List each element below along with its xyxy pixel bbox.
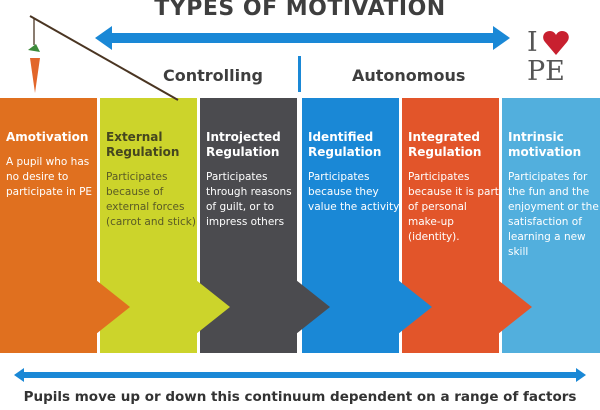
column-title: Integrated Regulation — [408, 130, 482, 159]
continuum-arrow-top — [95, 26, 510, 50]
column-description: Participates for the fun and the enjoyme… — [508, 171, 599, 258]
chevron-arrow — [498, 280, 532, 334]
heart-icon — [543, 31, 569, 55]
label-autonomous: Autonomous — [352, 66, 466, 85]
chevron-arrow — [296, 280, 330, 334]
stick-icon — [29, 15, 179, 101]
page-title: TYPES OF MOTIVATION — [154, 0, 446, 21]
label-controlling: Controlling — [163, 66, 263, 85]
logo-i: I — [527, 27, 538, 58]
column-title: Identified Regulation — [308, 130, 382, 159]
column-description: A pupil who has no desire to participate… — [6, 156, 93, 198]
i-love-pe-logo: I PE — [527, 28, 565, 86]
divider-line — [298, 56, 301, 92]
column-block — [0, 98, 97, 353]
column-title: Amotivation — [6, 130, 89, 144]
column-amotivation: Amotivation A pupil who has no desire to … — [6, 130, 98, 200]
logo-pe: PE — [527, 56, 565, 87]
column-description: Participates because it is part of perso… — [408, 171, 499, 243]
chevron-arrow — [196, 280, 230, 334]
column-description: Participates because of external forces … — [106, 171, 196, 228]
column-description: Participates because they value the acti… — [308, 171, 400, 213]
chevron-arrow — [96, 280, 130, 334]
footer-text: Pupils move up or down this continuum de… — [23, 389, 577, 405]
column-title: Introjected Regulation — [206, 130, 281, 159]
column-title: Intrinsic motivation — [508, 130, 582, 159]
column-description: Participates through reasons of guilt, o… — [206, 171, 292, 228]
column-title: External Regulation — [106, 130, 180, 159]
carrot-icon — [28, 18, 40, 93]
chevron-arrow — [398, 280, 432, 334]
continuum-arrow-bottom — [14, 368, 586, 382]
